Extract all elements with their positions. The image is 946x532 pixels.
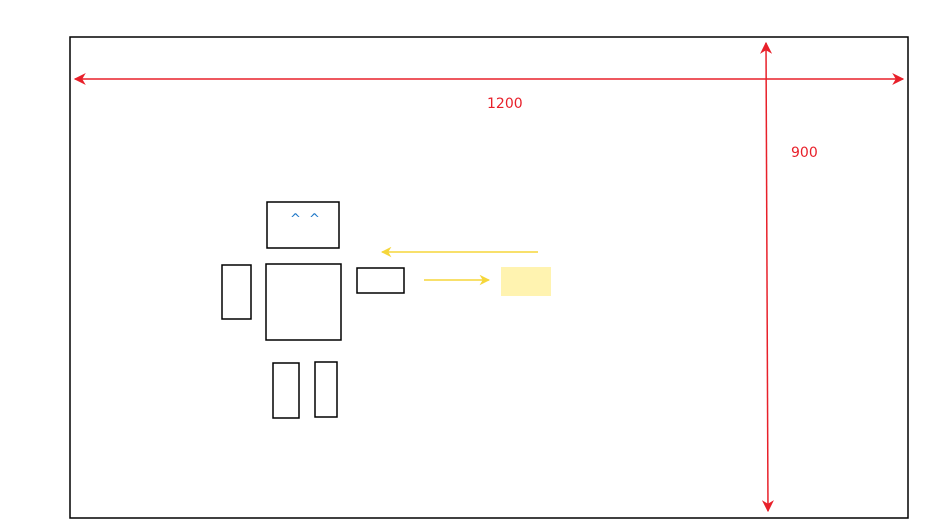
robot-right-arm xyxy=(356,267,405,294)
robot-right-leg xyxy=(314,361,338,418)
robot-head xyxy=(266,201,340,249)
width-label: 1200 xyxy=(487,96,523,112)
projectile-block xyxy=(501,267,551,296)
height-dimension-arrow xyxy=(760,41,774,513)
stage-frame xyxy=(69,36,909,519)
height-label: 900 xyxy=(791,145,818,161)
robot-left-arm xyxy=(221,264,252,320)
robot-left-leg xyxy=(272,362,300,419)
robot-body xyxy=(265,263,342,341)
robot-face: ^ ^ xyxy=(290,212,322,227)
